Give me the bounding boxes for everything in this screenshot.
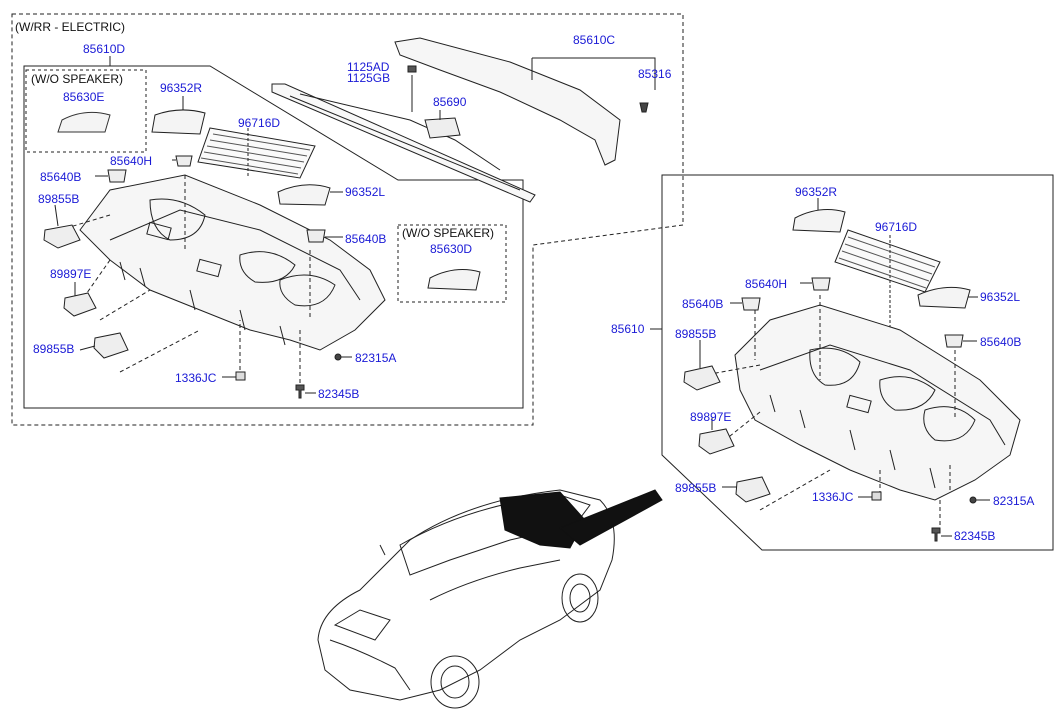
part-85640B-right-a[interactable]: 85640B [682, 297, 724, 311]
part-89897E-right[interactable]: 89897E [690, 410, 732, 424]
caption-wrr-electric: (W/RR - ELECTRIC) [15, 20, 125, 34]
part-96352R-right[interactable]: 96352R [795, 185, 838, 199]
part-82345B-left[interactable]: 82345B [318, 387, 360, 401]
cover-pad-icon [151, 109, 206, 135]
wo-speaker-box-2 [397, 224, 507, 303]
right-assembly-frame [661, 174, 1054, 551]
caption-wo-speaker-right: (W/O SPEAKER) [402, 226, 495, 240]
part-85640B-left-a[interactable]: 85640B [40, 170, 82, 184]
part-85610[interactable]: 85610 [611, 322, 645, 336]
sunshade-icon [271, 83, 536, 203]
left-assembly-frame [23, 65, 524, 409]
part-96352L-right[interactable]: 96352L [980, 290, 1021, 304]
part-85640B-right-b[interactable]: 85640B [980, 335, 1022, 349]
part-89855B-right-a[interactable]: 89855B [675, 327, 717, 341]
speaker-cover-icon [57, 111, 111, 133]
clip-icon [235, 371, 246, 381]
part-85640B-left-b[interactable]: 85640B [345, 232, 387, 246]
part-1125GB[interactable]: 1125GB [347, 71, 391, 85]
part-1125AD[interactable]: 1125AD [347, 60, 390, 74]
grille-icon [197, 127, 316, 179]
part-82315A-right[interactable]: 82315A [993, 494, 1035, 508]
part-89897E-left[interactable]: 89897E [50, 267, 92, 281]
part-85316[interactable]: 85316 [638, 67, 672, 81]
part-85610D[interactable]: 85610D [83, 42, 126, 56]
part-96352L-left[interactable]: 96352L [345, 185, 386, 199]
part-96716D-left[interactable]: 96716D [238, 116, 281, 130]
part-89855B-right-b[interactable]: 89855B [675, 481, 717, 495]
part-85630D[interactable]: 85630D [430, 242, 473, 256]
part-89855B-left-a[interactable]: 89855B [38, 192, 80, 206]
part-85610C[interactable]: 85610C [573, 33, 616, 47]
part-85630E[interactable]: 85630E [63, 90, 105, 104]
shelf-panel-icon [79, 174, 386, 351]
wo-speaker-box-1 [25, 69, 147, 153]
part-96716D-right[interactable]: 96716D [875, 220, 918, 234]
part-89855B-left-b[interactable]: 89855B [33, 342, 75, 356]
part-1336JC-right[interactable]: 1336JC [812, 490, 854, 504]
part-85640H-left[interactable]: 85640H [110, 154, 153, 168]
part-82345B-right[interactable]: 82345B [954, 529, 996, 543]
caption-wo-speaker-left: (W/O SPEAKER) [31, 72, 124, 86]
part-96352R-left[interactable]: 96352R [160, 81, 203, 95]
part-85690[interactable]: 85690 [433, 95, 467, 109]
part-85640H-right[interactable]: 85640H [745, 277, 788, 291]
car-icon [317, 489, 663, 709]
part-82315A-left[interactable]: 82315A [355, 351, 397, 365]
trim-panel-icon [394, 37, 621, 166]
bolt-icon [295, 384, 305, 399]
part-1336JC-left[interactable]: 1336JC [175, 371, 217, 385]
